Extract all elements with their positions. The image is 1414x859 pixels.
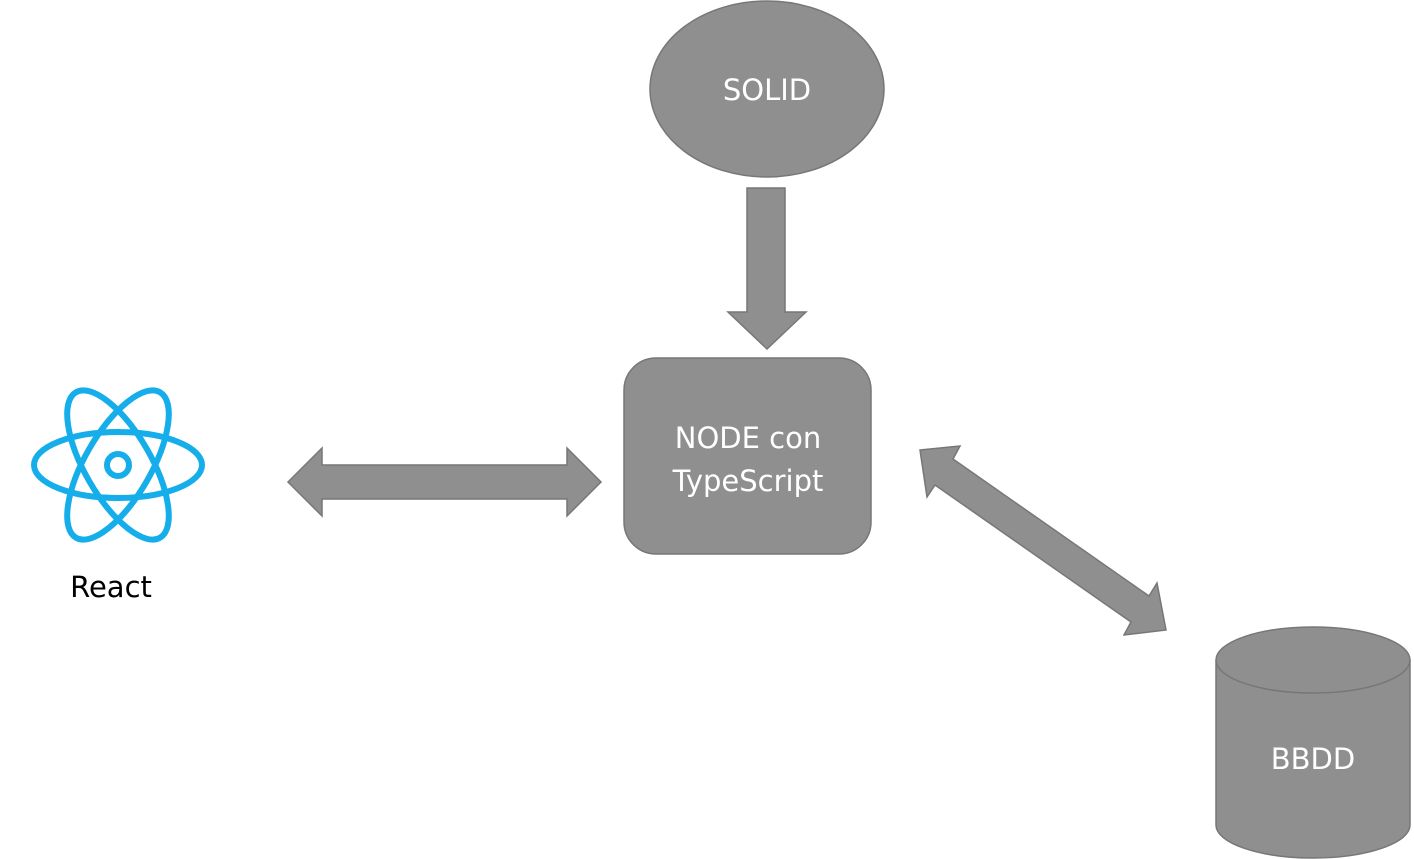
- node-label-line-1: NODE con: [675, 421, 821, 455]
- bbdd-label: BBDD: [1271, 742, 1355, 776]
- node-bbdd-bidirectional-arrow: [919, 445, 1167, 636]
- solid-node: SOLID: [649, 0, 885, 178]
- node-label-line-2: TypeScript: [672, 464, 824, 498]
- solid-label: SOLID: [723, 73, 811, 107]
- react-node-bidirectional-arrow: [286, 446, 603, 518]
- bbdd-database-node: BBDD: [1215, 626, 1411, 859]
- node-typescript-node: NODE con TypeScript: [623, 357, 872, 555]
- react-atom-icon: [31, 387, 205, 543]
- react-label: React: [70, 570, 152, 604]
- solid-to-node-arrow: [726, 187, 808, 351]
